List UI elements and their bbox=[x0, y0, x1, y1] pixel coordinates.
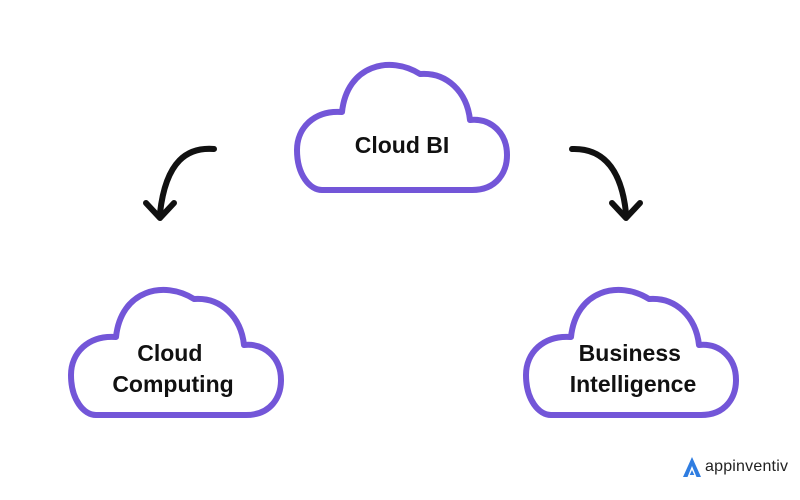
arrow-curve bbox=[157, 145, 217, 216]
node-cloud-computing: Cloud Computing bbox=[71, 290, 281, 415]
arrow-head bbox=[609, 200, 643, 221]
edge-cloud-bi-to-cloud-computing bbox=[143, 145, 217, 221]
cloud-outline bbox=[297, 65, 507, 190]
appinventiv-logo-icon bbox=[683, 457, 701, 477]
edge-cloud-bi-to-business-intelligence bbox=[569, 145, 643, 221]
node-cloud-bi: Cloud BI bbox=[297, 65, 507, 190]
node-label: Cloud Computing bbox=[112, 340, 233, 397]
node-business-intelligence: Business Intelligence bbox=[526, 290, 736, 415]
brand-name: appinventiv bbox=[705, 458, 789, 475]
arrow-head bbox=[143, 200, 177, 221]
arrow-curve bbox=[569, 145, 629, 216]
brand-logo: appinventiv bbox=[682, 455, 788, 479]
node-label: Cloud BI bbox=[355, 132, 450, 158]
node-label: Business Intelligence bbox=[570, 340, 697, 397]
